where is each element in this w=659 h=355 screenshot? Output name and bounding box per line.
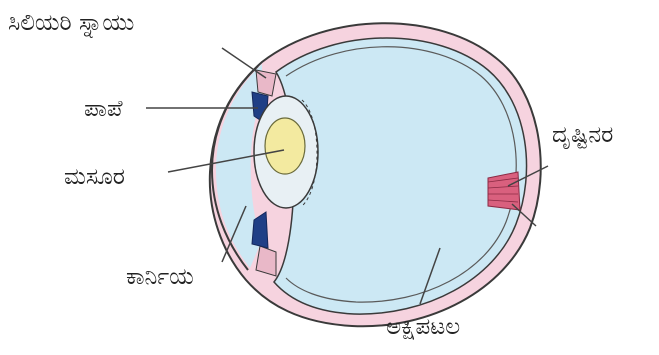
label-pupil: ಪಾಪೆ [84, 96, 123, 122]
label-retina: ಅಕ್ಷಿಪಟಲ [386, 314, 460, 340]
label-optic-nerve: ದೃಷ್ಟಿನರ [552, 122, 613, 149]
lens-nucleus [265, 118, 305, 174]
label-lens: ಮಸೂರ [64, 164, 125, 190]
label-cornea: ಕಾರ್ನಿಯ [126, 264, 194, 290]
label-ciliary-muscle: ಸಿಲಿಯರಿ ಸ್ನಾಯು [8, 10, 134, 38]
optic-nerve [488, 172, 520, 210]
